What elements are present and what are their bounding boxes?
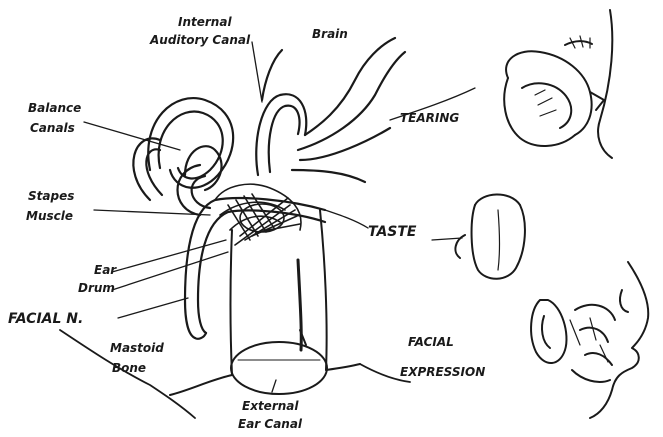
label-facial-n: FACIAL N.: [8, 311, 83, 327]
label-tearing: TEARING: [400, 111, 459, 125]
label-facial-expression-line1: FACIAL: [408, 335, 454, 349]
label-taste: TASTE: [368, 224, 417, 240]
label-internal-auditory-canal-line2: Auditory Canal: [149, 33, 251, 47]
label-brain: Brain: [312, 27, 348, 41]
label-internal-auditory-canal-line1: Internal: [178, 15, 232, 29]
label-external-ear-canal-line2: Ear Canal: [238, 417, 303, 431]
label-mastoid-bone-line1: Mastoid: [110, 341, 164, 355]
facial-nerve-drawing: [185, 198, 325, 339]
label-external-ear-canal-line1: External: [242, 399, 299, 413]
face-drawing: [531, 262, 648, 418]
label-ear-drum-line2: Drum: [78, 281, 115, 295]
label-mastoid-bone-line2: Bone: [112, 361, 146, 375]
label-ear-drum-line1: Ear: [94, 263, 117, 277]
label-stapes-muscle-line1: Stapes: [28, 189, 74, 203]
label-balance-canals-line1: Balance: [28, 101, 81, 115]
label-facial-expression-line2: EXPRESSION: [400, 365, 485, 379]
balance-canals-drawing: [133, 98, 233, 215]
label-stapes-muscle-line2: Muscle: [26, 209, 73, 223]
auditory-canal-drawing: [256, 38, 405, 182]
tongue-drawing: [432, 194, 525, 278]
label-balance-canals-line2: Canals: [30, 121, 75, 135]
text-labels: Internal Auditory Canal Brain Balance Ca…: [8, 15, 485, 431]
eye-drawing: [504, 10, 612, 158]
